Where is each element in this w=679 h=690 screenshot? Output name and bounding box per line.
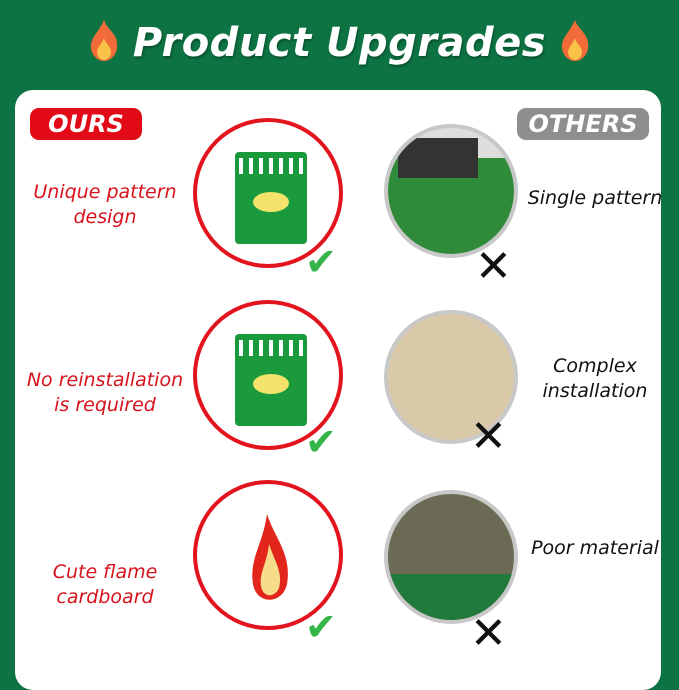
ours-badge: OURS <box>30 108 142 140</box>
check-icon: ✔ <box>305 420 337 464</box>
others-image-2 <box>384 310 518 444</box>
flame-cardboard-image <box>252 514 288 600</box>
check-icon: ✔ <box>305 240 337 284</box>
check-icon: ✔ <box>305 605 337 649</box>
others-badge: OTHERS <box>517 108 649 140</box>
page-title: Product Upgrades <box>0 18 679 66</box>
title-text: Product Upgrades <box>132 20 547 66</box>
others-feature-3: Poor material <box>531 537 659 559</box>
others-image-3 <box>384 490 518 624</box>
cross-icon: ✕ <box>475 241 512 292</box>
ours-feature-2: No reinstallation is required <box>26 369 184 416</box>
cross-icon: ✕ <box>470 608 507 659</box>
ours-image-3 <box>193 480 343 630</box>
ours-feature-1: Unique pattern design <box>33 181 177 228</box>
others-image-1 <box>384 124 518 258</box>
fire-icon <box>90 20 118 61</box>
cross-icon: ✕ <box>470 411 507 462</box>
ours-image-2 <box>193 300 343 450</box>
ours-image-1 <box>193 118 343 268</box>
ours-feature-3: Cute flame cardboard <box>52 561 158 608</box>
fire-icon <box>562 20 589 61</box>
others-feature-2: Complex installation <box>542 355 648 402</box>
others-feature-1: Single pattern <box>527 187 663 209</box>
